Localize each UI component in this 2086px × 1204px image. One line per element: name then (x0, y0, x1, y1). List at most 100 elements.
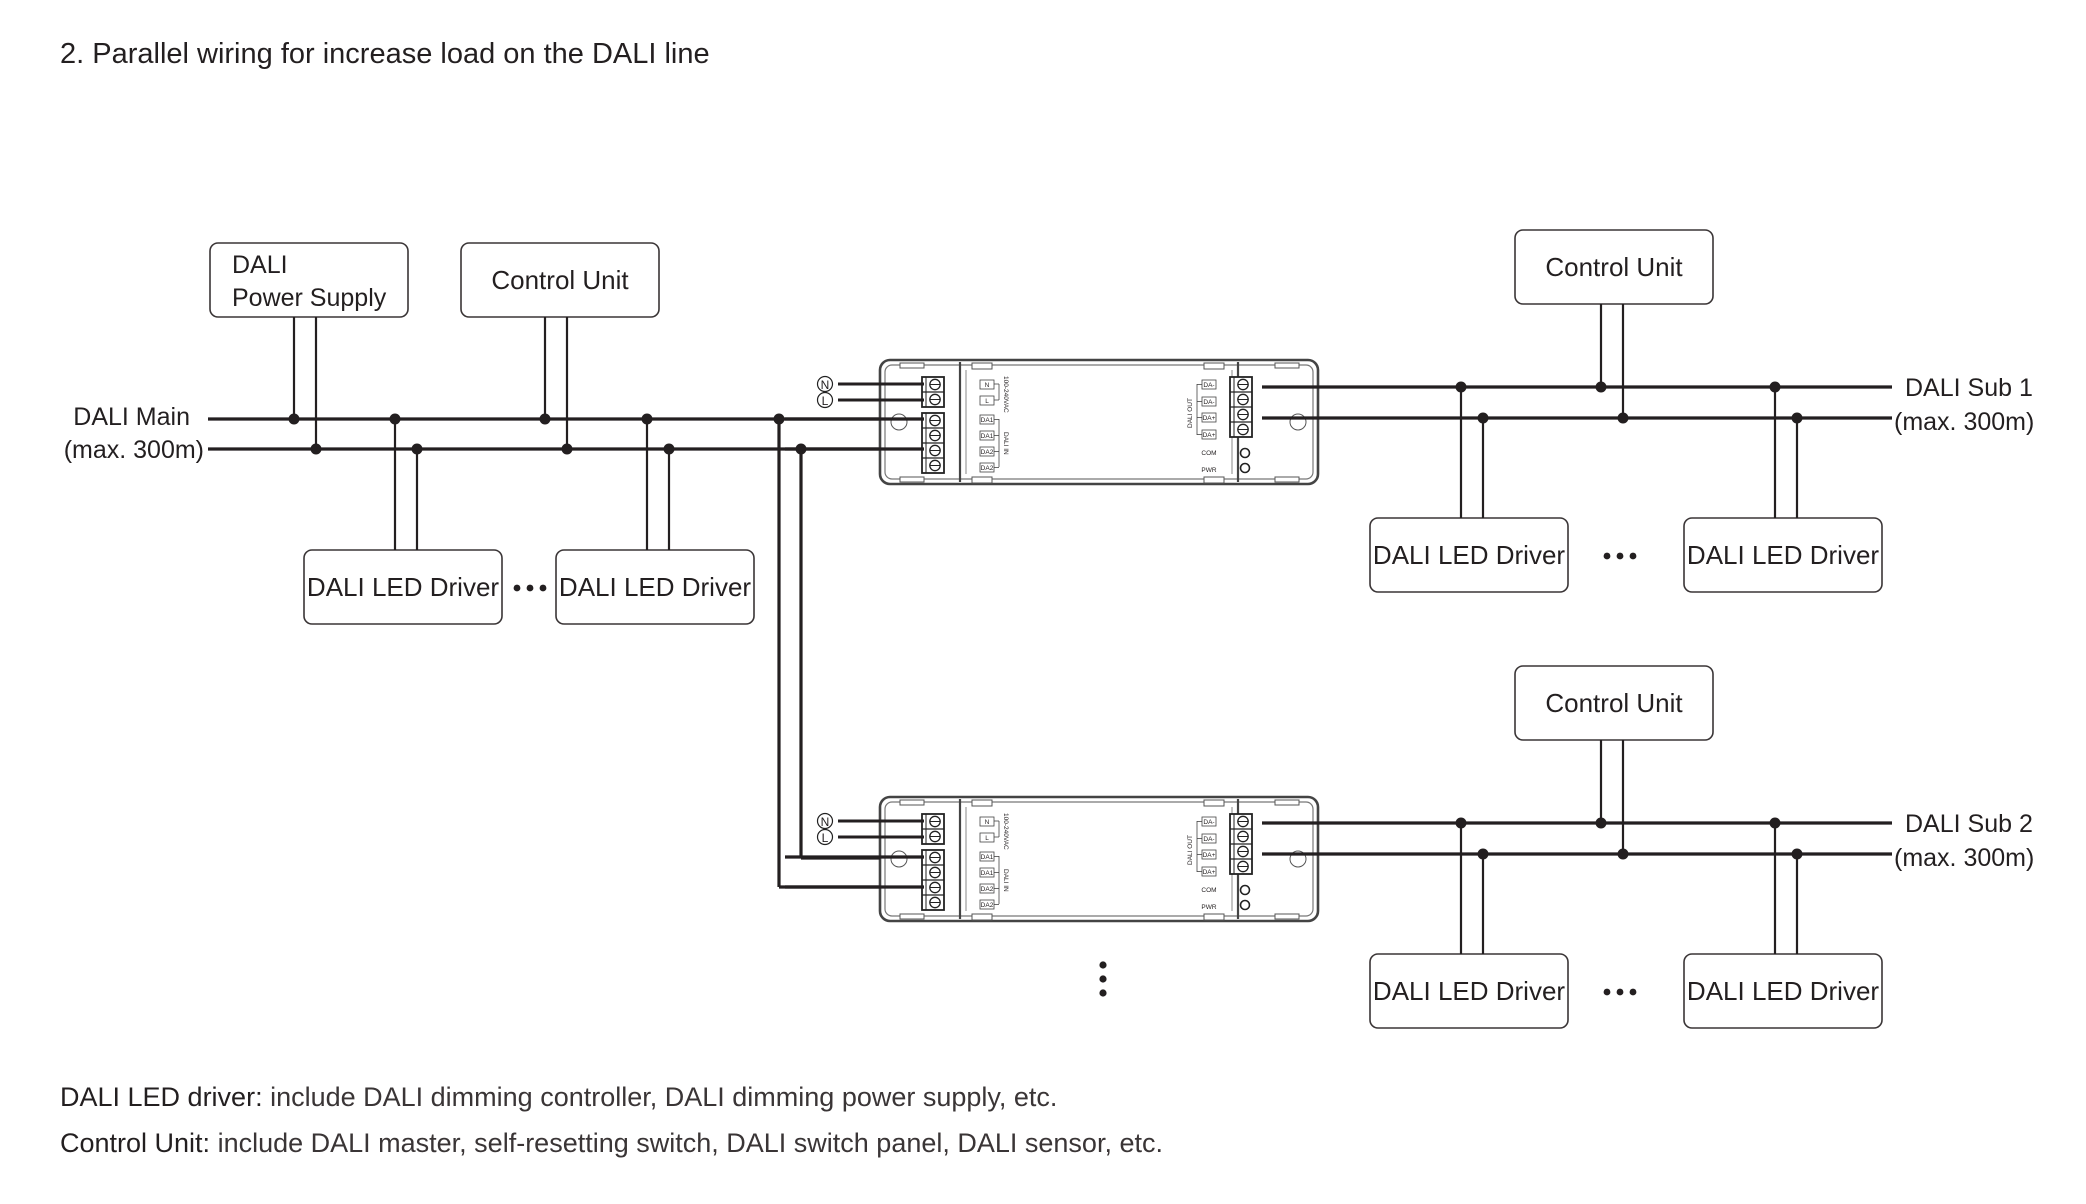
live-input-label: L (822, 394, 829, 408)
sub-bus-max-length: (max. 300m) (1894, 408, 2034, 436)
sub2-control-unit-box-label: Control Unit (1545, 688, 1683, 718)
sub-bus-label: DALI Sub 2 (1905, 810, 2033, 838)
junction-dot (1769, 381, 1781, 393)
ac-l-tag (979, 395, 995, 406)
dali-in-4-tag-label: DA2 (981, 465, 994, 472)
dali-in-label: DALI IN (1002, 432, 1009, 455)
dali-main-bus: DALI Main(max. 300m) (64, 403, 893, 464)
ellipsis-dot (1629, 552, 1637, 560)
ac-l-tag (979, 832, 995, 843)
ellipsis-dot (1099, 989, 1107, 997)
pwr-led-icon (1239, 462, 1251, 474)
sub2-led-driver-box-2-frame (1683, 953, 1883, 1029)
live-input-symbol-icon (816, 828, 834, 846)
dali-main-max-length: (max. 300m) (64, 436, 204, 464)
neutral-input-symbol-icon (816, 812, 834, 830)
junction-dot (1769, 817, 1781, 829)
module-latch (899, 362, 925, 369)
live-input-label: L (822, 831, 829, 845)
dali-in-1-tag-label: DA1 (981, 417, 994, 424)
dali-out-label: DALI OUT (1187, 835, 1194, 865)
sub2-control-unit-box: Control Unit (1514, 665, 1714, 741)
sub1-led-driver-box-1-label: DALI LED Driver (1373, 540, 1565, 570)
module-clip (1203, 476, 1225, 484)
main-control-unit-box-frame (460, 242, 660, 318)
dali-in-3-tag-label: DA2 (981, 886, 994, 893)
mounting-hole-icon (890, 413, 908, 431)
note-description: include DALI dimming controller, DALI di… (262, 1082, 1058, 1112)
junction-dot (539, 413, 551, 425)
sub2-led-driver-box-1-label: DALI LED Driver (1373, 976, 1565, 1006)
sub1-control-unit-box-frame (1514, 229, 1714, 305)
sub1-control-unit-box: Control Unit (1514, 229, 1714, 305)
sub1-led-driver-box-2: DALI LED Driver (1683, 517, 1883, 593)
main-control-unit-box: Control Unit (460, 242, 660, 318)
junction-dot (1617, 412, 1629, 424)
junction-dot (641, 413, 653, 425)
junction-dot (1477, 412, 1489, 424)
main-control-unit-box-label: Control Unit (491, 265, 629, 295)
sub2-led-driver-box-2-label: DALI LED Driver (1687, 976, 1879, 1006)
pwr-led-icon (1239, 899, 1251, 911)
dali-power-supply-frame (209, 242, 409, 318)
junction-dot (1595, 817, 1607, 829)
junction-dot (663, 443, 675, 455)
dali-out-label: DALI OUT (1187, 398, 1194, 428)
module-latch (899, 913, 925, 920)
module-clip (1203, 913, 1225, 921)
sub2-drivers-ellipsis (1603, 988, 1637, 996)
sub1-led-driver-box-2-frame (1683, 517, 1883, 593)
junction-dot (1617, 848, 1629, 860)
sub1-control-unit-box-label: Control Unit (1545, 252, 1683, 282)
dali-sub-bus-1: DALI Sub 1(max. 300m) (1262, 374, 2034, 436)
mounting-hole-icon (890, 850, 908, 868)
dali-out-3-tag-label: DA+ (1203, 852, 1216, 859)
module-clip (971, 913, 993, 921)
module-latch (1274, 362, 1300, 369)
sub1-drivers-ellipsis (1603, 552, 1637, 560)
dali-in-terminal (921, 849, 945, 911)
module-latch (1274, 476, 1300, 483)
dali-out-4-tag-label: DA+ (1203, 869, 1216, 876)
ac-n-tag (979, 379, 995, 390)
ellipsis-dot (526, 584, 534, 592)
pwr-indicator-label: PWR (1201, 904, 1216, 911)
sub1-led-driver-box-1-frame (1369, 517, 1569, 593)
ac-voltage-label: 100-240VAC (1002, 813, 1009, 850)
ellipsis-dot (539, 584, 547, 592)
module-latch (1274, 913, 1300, 920)
com-indicator-label: COM (1201, 450, 1216, 457)
main-led-driver-box-1-frame (303, 549, 503, 625)
junction-dot (1455, 817, 1467, 829)
ac-input-terminal (921, 813, 945, 845)
neutral-input-label: N (821, 378, 830, 392)
module-inner-outline (884, 364, 1314, 480)
junction-dot (1791, 848, 1803, 860)
ellipsis-dot (1603, 988, 1611, 996)
neutral-input-symbol-icon (816, 375, 834, 393)
neutral-input-label: N (821, 815, 830, 829)
sub2-led-driver-box-1-frame (1369, 953, 1569, 1029)
dali-out-2-tag-label: DA- (1203, 399, 1214, 406)
module-inner-outline (884, 801, 1314, 917)
com-led-icon (1239, 447, 1251, 459)
main-drivers-ellipsis (513, 584, 547, 592)
sub2-led-driver-box-1: DALI LED Driver (1369, 953, 1569, 1029)
main-led-driver-box-2-label: DALI LED Driver (559, 572, 751, 602)
junction-dot (561, 443, 573, 455)
ac-l-tag-label: L (985, 398, 989, 405)
dali-out-3-tag-label: DA+ (1203, 415, 1216, 422)
junction-dot (411, 443, 423, 455)
dali-in-terminal (921, 412, 945, 474)
ellipsis-dot (1099, 975, 1107, 983)
note-term: DALI LED driver: (60, 1082, 263, 1112)
ellipsis-dot (1603, 552, 1611, 560)
ac-input-terminal (921, 376, 945, 408)
module-clip (1203, 362, 1225, 370)
main-led-driver-box-2: DALI LED Driver (555, 549, 755, 625)
dali-sub-bus-2: DALI Sub 2(max. 300m) (1262, 810, 2034, 872)
module-clip (971, 476, 993, 484)
dali-in-4-tag-label: DA2 (981, 902, 994, 909)
